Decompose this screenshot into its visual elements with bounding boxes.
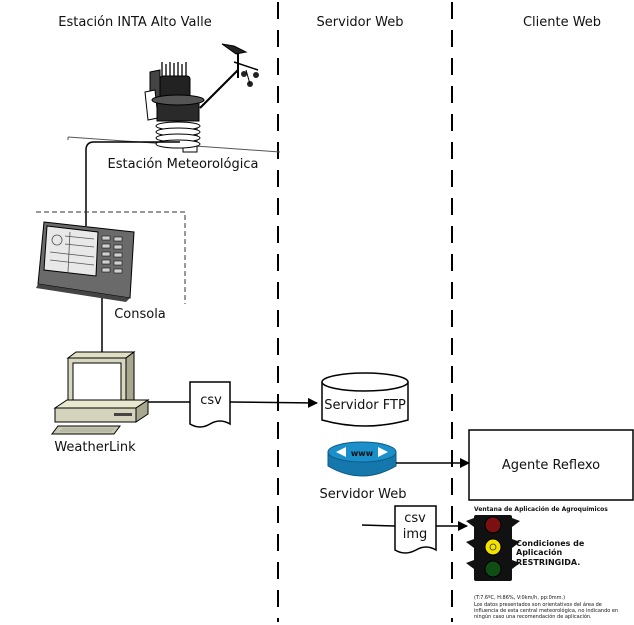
router-www-label: www — [351, 449, 374, 458]
traffic-light-red — [484, 516, 502, 534]
traffic-status-line-3: RESTRINGIDA. — [516, 558, 580, 567]
ftp-server-icon — [321, 372, 409, 427]
traffic-light-icon — [466, 515, 520, 581]
console-icon — [36, 221, 135, 302]
web-server-label: Servidor Web — [320, 487, 407, 502]
weatherlink-label: WeatherLink — [54, 440, 136, 455]
traffic-disclaimer-line-2: influencia de esta central meteorológica… — [474, 607, 618, 614]
traffic-disclaimer-line-3: ningún caso una recomendación de aplicac… — [474, 613, 592, 620]
traffic-readings: (T:7.6ºC, H:86%, V:0km/h, pp:0mm.) — [474, 595, 565, 601]
csv-img-label-img: img — [403, 527, 428, 542]
station-console-cable — [85, 141, 180, 226]
agent-box — [468, 429, 634, 501]
console-bounding-box — [36, 211, 186, 304]
traffic-light-green — [484, 560, 502, 578]
computer-icon — [51, 351, 150, 435]
traffic-status-line-2: Aplicación — [516, 547, 563, 557]
csv-img-document-icon — [394, 505, 437, 554]
web-server-router-icon — [327, 441, 397, 477]
csv-img-label-csv: csv — [404, 511, 426, 526]
column-header-client: Cliente Web — [523, 15, 601, 30]
column-header-server: Servidor Web — [317, 15, 404, 30]
csv-document-label: csv — [200, 393, 222, 408]
agent-label: Agente Reflexo — [502, 458, 600, 473]
traffic-light-yellow — [484, 538, 502, 556]
column-header-station: Estación INTA Alto Valle — [58, 15, 211, 30]
csv-document-icon — [189, 381, 231, 428]
traffic-status-line-1: Condiciones de — [516, 539, 585, 548]
ftp-server-label: Servidor FTP — [324, 398, 406, 413]
weather-station-icon — [67, 43, 281, 153]
csv-to-ftp-arrow — [229, 397, 318, 408]
weather-station-label: Estación Meteorológica — [108, 157, 259, 172]
traffic-disclaimer-line-1: Los datos presentados son orientativos d… — [474, 601, 602, 608]
incoming-line — [361, 524, 396, 527]
traffic-panel-title: Ventana de Aplicación de Agroquímicos — [474, 506, 608, 513]
console-label: Consola — [114, 307, 166, 322]
